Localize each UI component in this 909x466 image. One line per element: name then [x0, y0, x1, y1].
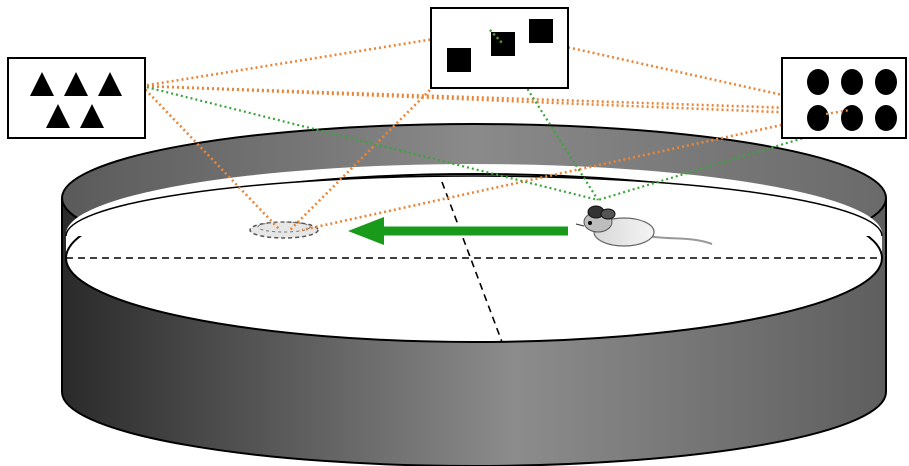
mouse-icon	[575, 205, 713, 247]
orange-line	[141, 28, 491, 88]
green-line	[489, 29, 599, 201]
pool	[61, 123, 887, 466]
triangle-icon	[98, 72, 122, 96]
square-icon	[491, 32, 515, 56]
green-card-overlaps	[489, 29, 504, 45]
circle-icon	[841, 105, 863, 131]
cue-card-circles	[781, 57, 907, 139]
triangle-icon	[46, 104, 70, 128]
circle-icon	[875, 69, 897, 95]
swim-direction-arrow	[348, 217, 568, 245]
circle-icon	[807, 105, 829, 131]
orange-line	[289, 29, 491, 231]
square-icon	[529, 19, 553, 43]
circle-icon	[807, 69, 829, 95]
triangle-icon	[64, 72, 88, 96]
cue-card-triangles	[7, 57, 146, 139]
orange-line	[301, 108, 851, 232]
triangle-icon	[80, 104, 104, 128]
square-icon	[447, 48, 471, 72]
quadrant-line-vertical	[441, 181, 503, 343]
triangle-icon	[30, 72, 54, 96]
orange-line	[141, 84, 827, 116]
circle-icon	[875, 105, 897, 131]
orange-line	[141, 85, 281, 231]
hidden-platform	[249, 221, 319, 239]
green-line	[141, 84, 599, 202]
orange-line	[141, 84, 851, 112]
cue-card-squares	[430, 7, 569, 89]
circle-icon	[841, 69, 863, 95]
green-line	[597, 122, 851, 202]
green-cue-lines	[141, 29, 851, 202]
